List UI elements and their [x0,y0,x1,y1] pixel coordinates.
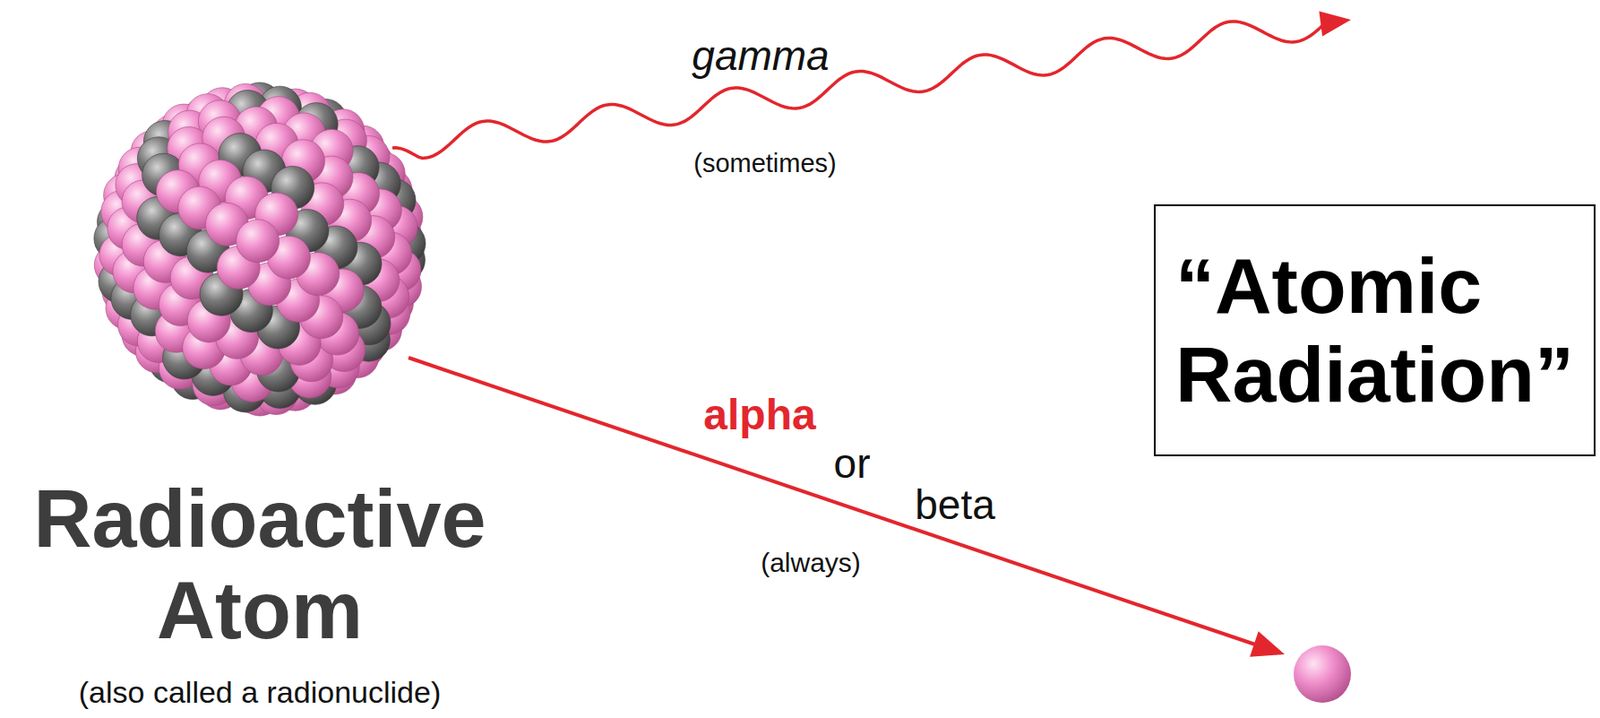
arrow-head [1249,630,1285,657]
radiation-label: gamma [691,33,829,79]
connector-word: or [834,440,871,487]
particle-track [408,357,1264,647]
atom-caption: Radioactive Atom [8,473,511,656]
radiation-label: alpha [703,391,816,439]
particle [1293,645,1351,703]
arrow-head [1318,11,1351,37]
title-box: “Atomic Radiation” [1153,204,1596,456]
gamma-ray [392,21,1324,159]
atom-cluster [94,82,426,416]
box-title: “Atomic Radiation” [1175,241,1575,419]
proton-sphere [236,219,280,263]
note-text: (also called a radionuclide) [78,675,441,709]
note-text: (always) [760,547,861,577]
radiation-label: beta [914,481,996,528]
note-text: (sometimes) [693,149,837,179]
